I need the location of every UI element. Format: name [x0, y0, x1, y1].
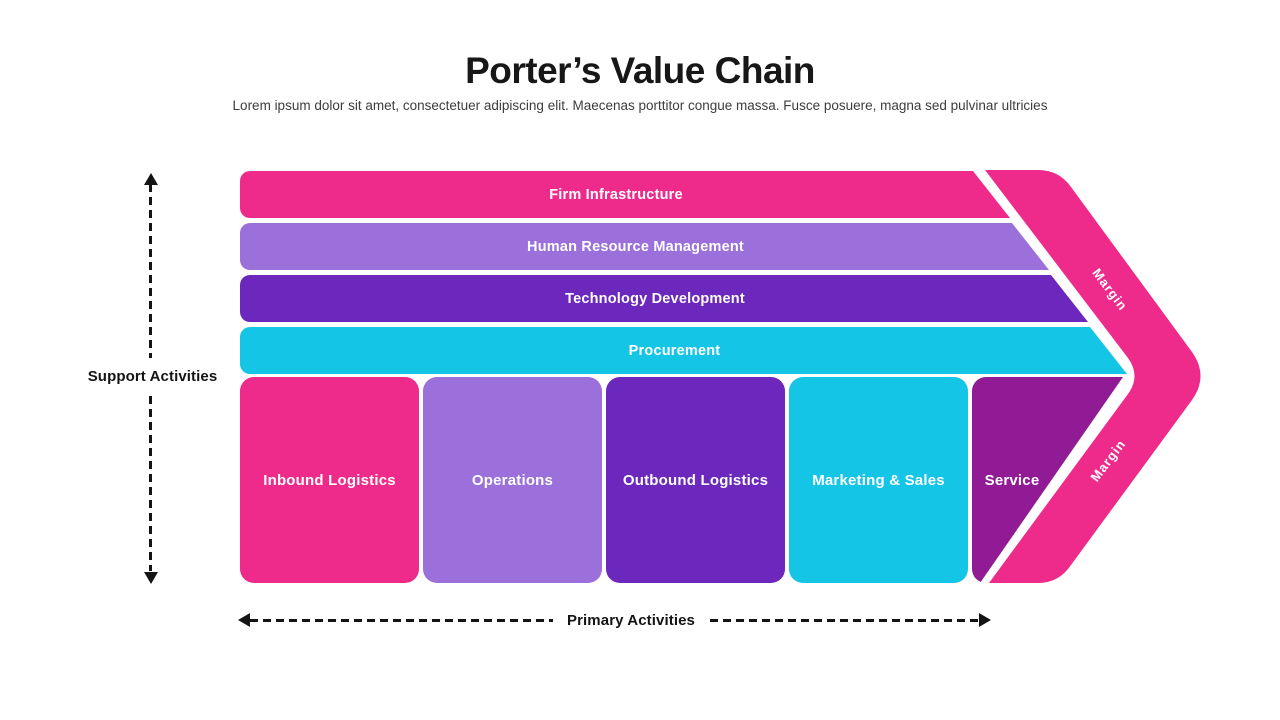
block-label: Marketing & Sales [812, 471, 945, 489]
bar-label: Firm Infrastructure [549, 186, 683, 203]
support-axis-arrow-up-icon [144, 173, 158, 185]
support-activity-bar-technology-development: Technology Development [240, 275, 1088, 322]
primary-activity-block-operations: Operations [423, 377, 602, 583]
support-activity-bar-procurement: Procurement [240, 327, 1127, 374]
page-title: Porter’s Value Chain [465, 50, 815, 91]
primary-activities-label: Primary Activities [567, 612, 695, 629]
support-axis-dashed-line-bottom [149, 396, 152, 571]
support-axis-dashed-line-top [149, 184, 152, 358]
bar-label: Technology Development [565, 290, 745, 307]
support-axis-arrow-down-icon [144, 572, 158, 584]
primary-activity-block-service: Service [972, 377, 1123, 583]
block-label: Operations [471, 471, 554, 489]
primary-activity-block-inbound-logistics: Inbound Logistics [240, 377, 419, 583]
primary-activity-block-outbound-logistics: Outbound Logistics [606, 377, 785, 583]
support-activity-bar-firm-infrastructure: Firm Infrastructure [240, 171, 1010, 218]
primary-axis-dashed-line-left [250, 619, 553, 622]
support-activity-bar-human-resource-management: Human Resource Management [240, 223, 1049, 270]
bar-label: Human Resource Management [527, 238, 744, 255]
page-subtitle: Lorem ipsum dolor sit amet, consectetuer… [232, 98, 1048, 113]
primary-axis-arrow-right-icon [979, 613, 991, 627]
block-label: Outbound Logistics [622, 471, 769, 489]
primary-activity-block-marketing-sales: Marketing & Sales [789, 377, 968, 583]
support-activities-label: Support Activities [87, 368, 218, 385]
bar-label: Procurement [628, 342, 721, 359]
primary-axis-arrow-left-icon [238, 613, 250, 627]
block-label: Service [984, 471, 1040, 489]
block-label: Inbound Logistics [263, 471, 396, 489]
primary-axis-dashed-line-right [710, 619, 979, 622]
